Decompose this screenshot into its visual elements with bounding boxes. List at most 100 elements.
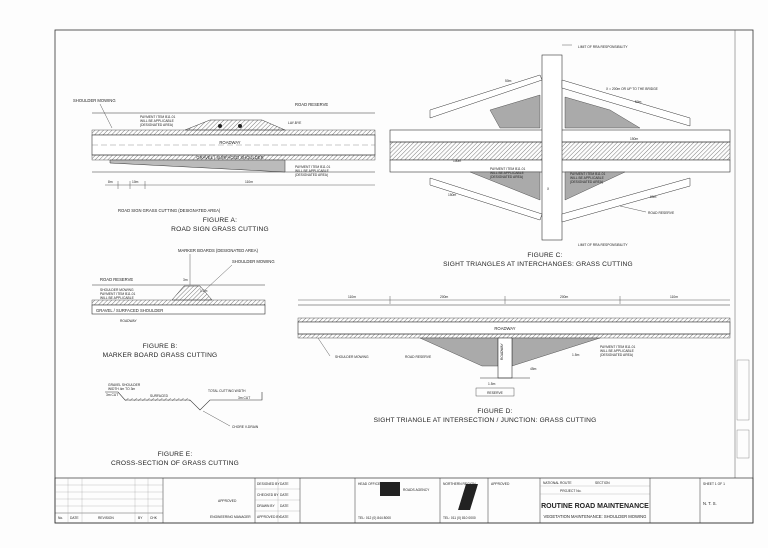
svg-text:ROAD RESERVE: ROAD RESERVE [405,355,432,359]
figure-d: 110m 200m 200m 110m ROADWAY ROADWAY SHOU… [297,295,731,424]
svg-text:SHEET 1 OF 1: SHEET 1 OF 1 [703,482,725,486]
svg-text:PROJECT No.: PROJECT No. [560,489,581,493]
svg-text:SECTION: SECTION [595,481,610,485]
figure-b-title: MARKER BOARD GRASS CUTTING [103,352,218,359]
figure-d-caption: FIGURE D: [477,408,512,415]
agency-logo [380,482,400,496]
svg-text:RESERVE: RESERVE [487,391,503,395]
svg-text:NORTHERN REGION: NORTHERN REGION [443,482,476,486]
svg-text:No.: No. [58,516,63,520]
svg-text:ROAD SIGN GRASS CUTTING (DESIG: ROAD SIGN GRASS CUTTING (DESIGNATED AREA… [118,208,221,213]
svg-text:(DESIGNATED AREA): (DESIGNATED AREA) [600,353,633,357]
svg-text:8m: 8m [108,180,113,184]
svg-text:TEL: 011 (0) 810 0000: TEL: 011 (0) 810 0000 [443,516,476,520]
svg-text:PAYMENT ITEM B11.01: PAYMENT ITEM B11.01 [600,345,635,349]
svg-text:110m: 110m [670,295,678,299]
svg-text:BY: BY [138,516,143,520]
svg-text:WILL BE APPLICABLE: WILL BE APPLICABLE [490,171,525,175]
svg-text:SHOULDER MOWING: SHOULDER MOWING [335,355,369,359]
svg-text:APPROVED: APPROVED [218,499,237,503]
svg-text:DATE: DATE [280,515,289,519]
svg-text:ENGINEERING MANAGER: ENGINEERING MANAGER [210,515,251,519]
svg-text:150m: 150m [448,193,457,197]
svg-text:10m: 10m [132,180,139,184]
svg-text:LIMIT OF RRA RESPONSIBILITY: LIMIT OF RRA RESPONSIBILITY [578,45,628,49]
svg-text:GRAVEL / SURFACED SHOULDER: GRAVEL / SURFACED SHOULDER [96,308,163,313]
svg-text:APPROVED BY: APPROVED BY [257,515,281,519]
svg-text:CHORE V-DRAIN: CHORE V-DRAIN [232,425,259,429]
svg-text:ROADWAY: ROADWAY [500,343,504,360]
svg-text:1.2m: 1.2m [200,289,208,293]
svg-text:DATE: DATE [280,482,289,486]
svg-text:(DESIGNATED AREA): (DESIGNATED AREA) [490,175,523,179]
figure-a-title: ROAD SIGN GRASS CUTTING [171,226,269,233]
svg-text:GRAVEL SHOULDER: GRAVEL SHOULDER [108,383,141,387]
border-frame [54,29,754,524]
svg-text:(DESIGNATED AREA): (DESIGNATED AREA) [570,180,603,184]
figure-c-title: SIGHT TRIANGLES AT INTERCHANGES: GRASS C… [443,261,633,268]
svg-text:CHECKED BY: CHECKED BY [257,493,279,497]
svg-text:3m CUT: 3m CUT [238,396,250,400]
figure-b: MARKER BOARDS (DESIGNATED AREA) SHOULDER… [91,248,275,359]
sign-post-marker [218,124,222,128]
region-logo [458,484,478,510]
svg-text:PAYMENT ITEM B11.01: PAYMENT ITEM B11.01 [100,292,135,296]
svg-text:PAYMENT ITEM B11.01: PAYMENT ITEM B11.01 [140,115,175,119]
svg-text:REVISION: REVISION [98,516,114,520]
svg-text:GRAVEL / SURFACED SHOULDER: GRAVEL / SURFACED SHOULDER [196,155,263,160]
svg-text:X: X [547,187,550,191]
svg-text:WILL BE APPLICABLE: WILL BE APPLICABLE [600,349,635,353]
svg-text:LAY-BYE: LAY-BYE [288,121,302,125]
figure-a-caption: FIGURE A: [203,217,237,224]
svg-text:PAYMENT ITEM B11.01: PAYMENT ITEM B11.01 [295,165,330,169]
figure-e-caption: FIGURE E: [158,451,193,458]
svg-text:ROAD RESERVE: ROAD RESERVE [100,277,133,282]
svg-text:(DESIGNATED AREA): (DESIGNATED AREA) [140,123,173,127]
svg-text:WILL BE APPLICABLE: WILL BE APPLICABLE [140,119,175,123]
figure-a: SHOULDER MOWING ROAD RESERVE PAYMENT ITE… [73,98,376,233]
drawing-title: ROUTINE ROAD MAINTENANCE [541,503,649,510]
svg-text:45m: 45m [530,367,537,371]
svg-text:DESIGNED BY: DESIGNED BY [257,482,280,486]
svg-text:NATIONAL ROUTE: NATIONAL ROUTE [543,481,572,485]
svg-text:CHK: CHK [150,516,158,520]
svg-text:50m: 50m [505,79,512,83]
svg-text:1.5m: 1.5m [572,353,580,357]
svg-text:WILL BE APPLICABLE: WILL BE APPLICABLE [100,296,135,300]
svg-text:APPROVED: APPROVED [491,482,510,486]
shoulder-mowing-label-a: SHOULDER MOWING [73,98,116,103]
svg-text:60m: 60m [650,195,657,199]
svg-text:ROAD RESERVE: ROAD RESERVE [648,211,675,215]
svg-text:TOTAL CUTTING WIDTH: TOTAL CUTTING WIDTH [208,389,246,393]
svg-text:150m: 150m [630,137,639,141]
side-stamp [736,359,750,421]
svg-text:MARKER BOARDS (DESIGNATED AREA: MARKER BOARDS (DESIGNATED AREA) [178,248,259,253]
svg-text:ROADWAY: ROADWAY [494,326,515,331]
svg-text:200m: 200m [440,295,449,299]
figure-c-caption: FIGURE C: [527,252,562,259]
figure-b-caption: FIGURE B: [143,343,178,350]
svg-text:WIDTH 4m TO 3m: WIDTH 4m TO 3m [108,387,135,391]
svg-text:WILL BE APPLICABLE: WILL BE APPLICABLE [570,176,605,180]
svg-text:3m: 3m [183,278,188,282]
svg-text:(DESIGNATED AREA): (DESIGNATED AREA) [295,173,328,177]
svg-text:DATE: DATE [280,504,289,508]
svg-text:DRAWN BY: DRAWN BY [257,504,275,508]
svg-text:TEL: 012 (0) 844 8000: TEL: 012 (0) 844 8000 [358,516,391,520]
sign-post-marker [238,124,242,128]
svg-text:DATE: DATE [280,493,289,497]
svg-text:PAYMENT ITEM B11.01: PAYMENT ITEM B11.01 [570,172,605,176]
svg-text:50m: 50m [635,100,642,104]
road-reserve-label-a: ROAD RESERVE [295,102,328,107]
figure-e-title: CROSS-SECTION OF GRASS CUTTING [111,460,239,467]
svg-text:LIMIT OF RRA RESPONSIBILITY: LIMIT OF RRA RESPONSIBILITY [578,243,628,247]
svg-text:1.5m: 1.5m [488,382,496,386]
svg-text:N. T. S.: N. T. S. [703,501,717,506]
drawing-subtitle: VEGETATION MAINTENANCE: SHOULDER MOWING [544,514,647,519]
svg-text:SHOULDER MOWING: SHOULDER MOWING [232,259,275,264]
svg-text:ROADS AGENCY: ROADS AGENCY [403,488,430,492]
svg-text:SHOULDER MOWING: SHOULDER MOWING [100,288,134,292]
figure-c: LIMIT OF RRA RESPONSIBILITY LIMIT OF RRA… [389,44,731,268]
svg-text:150m: 150m [453,159,462,163]
